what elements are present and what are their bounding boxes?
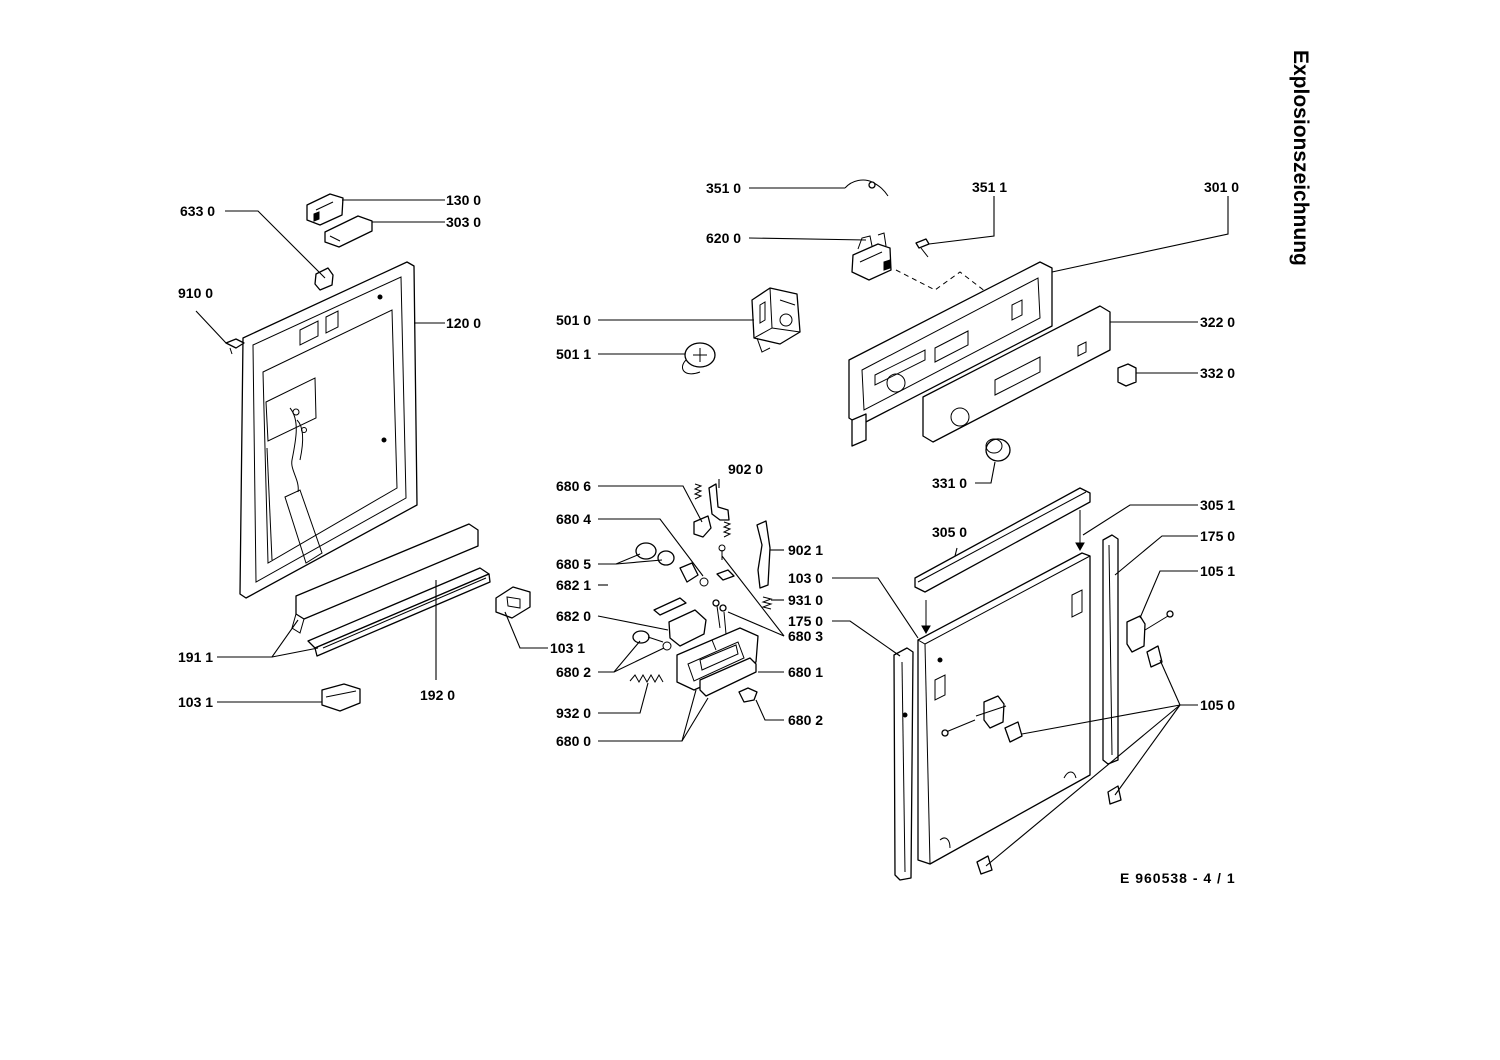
drawing-number: E 960538 - 4 / 1 [1120,870,1236,886]
callout-105-0: 105 0 [1200,697,1235,713]
control-panel-3010 [848,261,1053,447]
lever-9021 [756,520,771,589]
knob-6802 [632,630,672,651]
rollers-6805 [635,542,709,587]
end-cap-1031-lower [321,683,361,712]
spring-9310 [761,596,773,610]
spring-9320 [629,673,664,684]
callout-931-0: 931 0 [788,592,823,608]
catch-6804 [693,515,712,538]
callout-902-0: 902 0 [728,461,763,477]
hinge-clip-1050-center [1004,721,1023,743]
callout-322-0: 322 0 [1200,314,1235,330]
callout-175-0-left: 175 0 [788,613,823,629]
callout-103-1-upper: 103 1 [550,640,585,656]
screw-6803 [712,599,727,635]
callout-680-1: 680 1 [788,664,823,680]
callout-120-0: 120 0 [446,315,481,331]
callout-680-2-left: 680 2 [556,664,591,680]
end-cap-1031-upper [495,586,531,619]
arrow-head-3051 [1075,542,1085,552]
callout-305-1: 305 1 [1200,497,1235,513]
callout-682-1: 682 1 [556,577,591,593]
callout-175-0-right: 175 0 [1200,528,1235,544]
clip-6802 [738,687,758,703]
side-strip-1750-right [1102,534,1119,765]
leader-lines [195,187,1229,867]
spring-9310-upper [722,521,732,538]
hinge-bracket-center [941,695,1007,737]
screw-3511 [915,238,930,258]
plate-6821 [653,597,687,616]
callout-130-0: 130 0 [446,192,481,208]
pin-6803 [718,544,726,560]
callout-680-2-right: 680 2 [788,712,823,728]
inner-door-panel [239,261,418,599]
door-trim-strip-1911 [291,523,479,634]
callout-501-1: 501 1 [556,346,591,362]
hinge-clip-1050-bottom [976,855,993,875]
callout-305-0: 305 0 [932,524,967,540]
latch-holder-3030 [324,215,373,248]
callout-332-0: 332 0 [1200,365,1235,381]
callout-301-0: 301 0 [1204,179,1239,195]
callout-labels: 130 0 303 0 633 0 910 0 120 0 191 1 192 … [178,179,1239,749]
handle-6801 [676,627,759,697]
callout-682-0: 682 0 [556,608,591,624]
callout-680-0: 680 0 [556,733,591,749]
callout-191-1: 191 1 [178,649,213,665]
switch-6200 [851,232,892,281]
side-strip-1750-left [893,647,914,881]
arrow-head-1030 [921,625,931,635]
dashed-guide-line [895,269,991,296]
timer-knob-5011 [682,342,716,375]
button-3320 [1117,363,1137,387]
timer-5010 [751,287,801,353]
callout-680-3: 680 3 [788,628,823,644]
callout-331-0: 331 0 [932,475,967,491]
callout-103-1-lower: 103 1 [178,694,213,710]
callout-103-0: 103 0 [788,570,823,586]
callout-192-0: 192 0 [420,687,455,703]
callout-620-0: 620 0 [706,230,741,246]
screw-9100 [225,338,245,355]
callout-910-0: 910 0 [178,285,213,301]
fascia-panel-3220 [922,305,1111,443]
cable-3510 [844,179,889,197]
callout-680-5: 680 5 [556,556,591,572]
callout-105-1: 105 1 [1200,563,1235,579]
callout-303-0: 303 0 [446,214,481,230]
door-latch-1300 [306,193,344,226]
knob-3310 [985,438,1011,462]
label-6820 [668,609,707,647]
hinge-1051 [1126,610,1174,653]
spring-6806 [693,483,703,500]
bracket-9020 [708,483,730,521]
callout-902-1: 902 1 [788,542,823,558]
seal-strip-1920 [307,567,491,657]
callout-501-0: 501 0 [556,312,591,328]
callout-680-4: 680 4 [556,511,591,527]
callout-633-0: 633 0 [180,203,215,219]
callout-351-0: 351 0 [706,180,741,196]
callout-680-6: 680 6 [556,478,591,494]
callout-351-1: 351 1 [972,179,1007,195]
hinge-clip-1050-upper [1146,645,1163,668]
plate-small [716,569,735,581]
callout-932-0: 932 0 [556,705,591,721]
clip-6330 [314,267,334,291]
top-strip-3050 [914,487,1091,593]
